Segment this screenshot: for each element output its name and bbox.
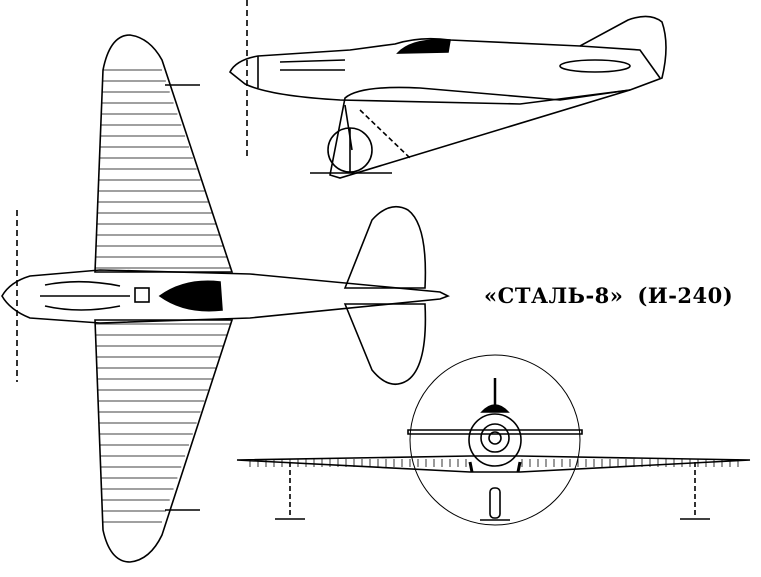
wing-ribs — [95, 69, 232, 523]
upper-wing-outline — [94, 34, 234, 273]
front-spinner — [488, 431, 502, 445]
front-canopy — [480, 404, 510, 413]
plan-view — [1, 34, 450, 563]
side-cowling-lines — [279, 59, 346, 71]
side-view — [228, 0, 667, 179]
aircraft-name: «СТАЛЬ-8» — [484, 283, 624, 308]
plan-lower-tailplane — [343, 303, 427, 386]
side-gear-retraction-line — [359, 109, 411, 159]
aircraft-caption: «СТАЛЬ-8» (И-240) — [484, 283, 747, 308]
lower-wing-outline — [94, 319, 234, 563]
front-wing — [236, 455, 751, 473]
front-wing-ribs — [249, 459, 739, 467]
front-spinner-ring — [480, 423, 510, 453]
aircraft-designation: (И-240) — [637, 283, 734, 308]
front-radiator — [468, 461, 522, 473]
plan-canopy — [158, 280, 223, 312]
plan-cowling-lines — [40, 280, 130, 311]
plan-fuselage-outline — [1, 269, 450, 324]
propeller-disc — [409, 354, 581, 526]
plan-upper-tailplane — [343, 205, 427, 289]
front-tailplane — [407, 429, 583, 435]
front-fuselage — [468, 413, 522, 467]
side-fin-outline — [579, 45, 661, 79]
side-wing-underside — [329, 86, 631, 179]
side-canopy — [396, 38, 451, 54]
plan-hatch — [134, 287, 150, 303]
front-view — [236, 354, 751, 526]
side-tailplane — [559, 59, 631, 73]
front-main-wheel — [489, 487, 501, 519]
side-gear-leg — [344, 104, 353, 151]
